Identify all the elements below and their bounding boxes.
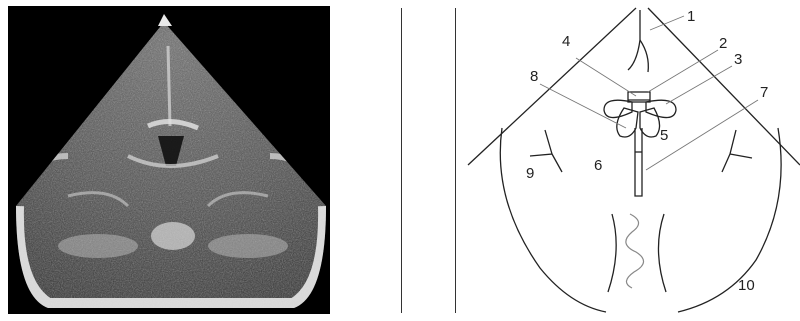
label-3: 3 bbox=[734, 51, 742, 68]
brainstem-left bbox=[608, 214, 616, 292]
label-10: 10 bbox=[738, 277, 755, 294]
sector-edge-right bbox=[648, 8, 800, 165]
sylvian-left bbox=[530, 130, 562, 172]
label-5: 5 bbox=[660, 127, 668, 144]
third-ventricle bbox=[635, 128, 642, 196]
ventricle-right bbox=[640, 108, 660, 137]
label-9: 9 bbox=[526, 165, 534, 182]
label-2: 2 bbox=[719, 35, 727, 52]
label-6: 6 bbox=[594, 157, 602, 174]
label-4: 4 bbox=[562, 33, 570, 50]
sector-edge-left bbox=[468, 8, 636, 165]
label-7: 7 bbox=[760, 84, 768, 101]
vermis bbox=[626, 214, 644, 288]
label-8: 8 bbox=[530, 68, 538, 85]
falx bbox=[628, 10, 640, 70]
label-1: 1 bbox=[687, 8, 695, 25]
schematic-outline bbox=[468, 8, 800, 312]
brainstem-right bbox=[658, 214, 666, 292]
sylvian-right bbox=[722, 130, 752, 172]
